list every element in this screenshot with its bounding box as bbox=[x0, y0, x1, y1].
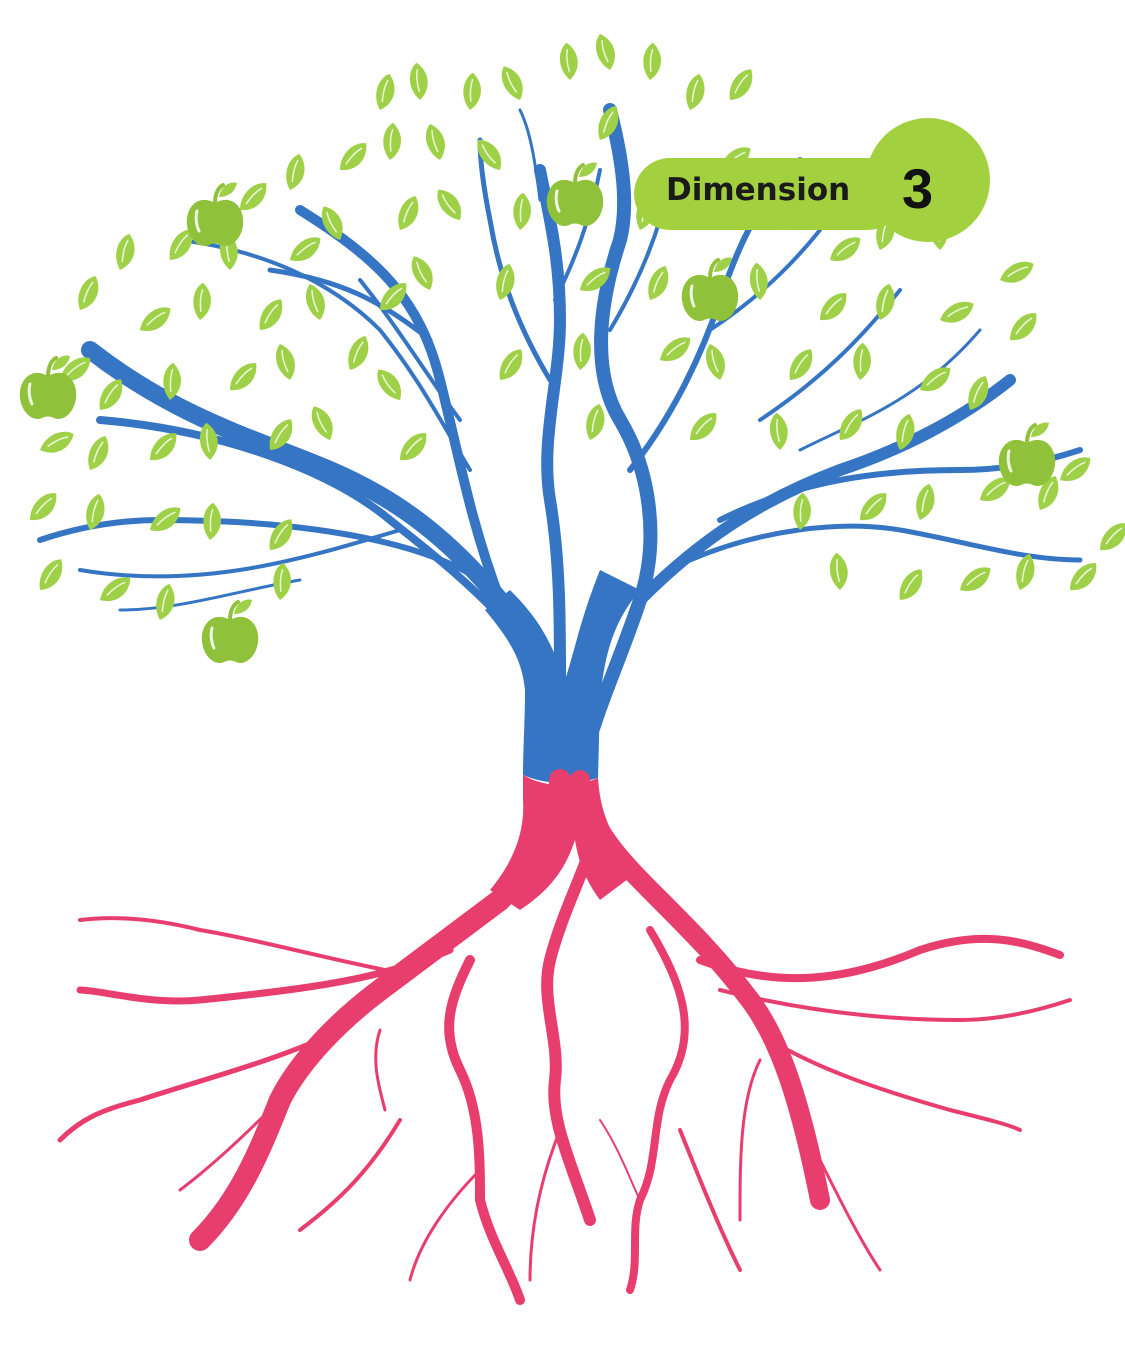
apple-icon bbox=[544, 160, 606, 229]
apple-icon bbox=[996, 420, 1058, 489]
badge-label: Dimension bbox=[666, 172, 851, 208]
trunk-upper bbox=[485, 570, 640, 783]
badge-circle bbox=[866, 118, 990, 242]
badge-number: 3 bbox=[902, 157, 934, 220]
apple-icon bbox=[199, 597, 261, 666]
trunk-lower bbox=[490, 775, 640, 910]
badge-pill bbox=[634, 158, 904, 230]
branches bbox=[37, 103, 1083, 784]
dimension-badge: Dimension 3 bbox=[634, 118, 994, 258]
apple-icon bbox=[184, 180, 246, 249]
